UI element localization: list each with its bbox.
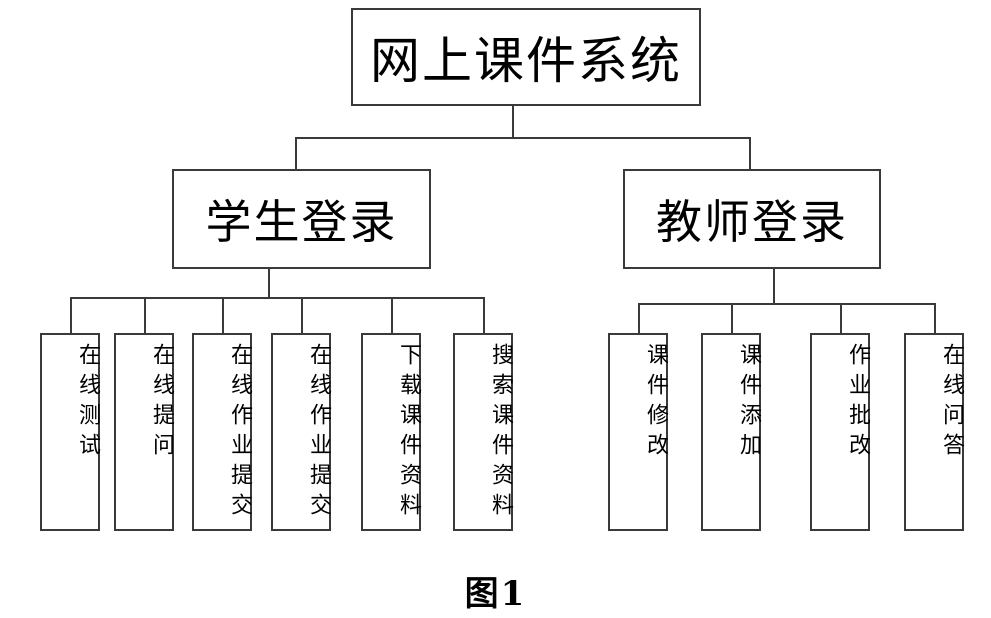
leaf-label: 在线作业提交 xyxy=(227,343,252,523)
teacher-leaf-edit-courseware: 课件修改 xyxy=(608,333,668,531)
student-leaf-online-test: 在线测试 xyxy=(40,333,100,531)
leaf-label: 在线测试 xyxy=(75,343,100,463)
connector-teacher-horizontal xyxy=(638,303,936,305)
student-leaf-homework-submit-2: 在线作业提交 xyxy=(271,333,331,531)
connector-to-student xyxy=(295,137,297,169)
teacher-login-node: 教师登录 xyxy=(623,169,881,269)
student-leaf-online-question: 在线提问 xyxy=(114,333,174,531)
connector-teacher-down xyxy=(773,269,775,305)
connector-teacher-leaf-1 xyxy=(638,303,640,333)
student-leaf-search-materials: 搜索课件资料 xyxy=(453,333,513,531)
student-leaf-homework-submit-1: 在线作业提交 xyxy=(192,333,252,531)
connector-to-teacher xyxy=(749,137,751,169)
connector-root-down xyxy=(512,106,514,139)
connector-student-leaf-5 xyxy=(391,297,393,333)
leaf-label: 课件修改 xyxy=(643,343,668,463)
connector-student-down xyxy=(268,269,270,299)
connector-student-leaf-2 xyxy=(144,297,146,333)
connector-student-leaf-4 xyxy=(301,297,303,333)
connector-teacher-leaf-3 xyxy=(840,303,842,333)
connector-student-leaf-1 xyxy=(70,297,72,333)
figure-caption: 图1 xyxy=(464,574,527,614)
leaf-label: 课件添加 xyxy=(736,343,761,463)
leaf-label: 在线作业提交 xyxy=(306,343,331,523)
leaf-label: 下载课件资料 xyxy=(396,343,421,523)
leaf-label: 搜索课件资料 xyxy=(488,343,513,523)
teacher-leaf-grade-homework: 作业批改 xyxy=(810,333,870,531)
teacher-leaf-add-courseware: 课件添加 xyxy=(701,333,761,531)
connector-teacher-leaf-2 xyxy=(731,303,733,333)
root-label: 网上课件系统 xyxy=(370,32,682,90)
leaf-label: 在线提问 xyxy=(149,343,174,463)
connector-student-horizontal xyxy=(70,297,485,299)
student-login-label: 学生登录 xyxy=(205,195,398,249)
leaf-label: 作业批改 xyxy=(845,343,870,463)
connector-student-leaf-6 xyxy=(483,297,485,333)
student-leaf-download-materials: 下载课件资料 xyxy=(361,333,421,531)
connector-student-leaf-3 xyxy=(222,297,224,333)
teacher-login-label: 教师登录 xyxy=(656,195,848,249)
root-node: 网上课件系统 xyxy=(351,8,701,106)
connector-root-horizontal xyxy=(295,137,751,139)
teacher-leaf-online-qa: 在线问答 xyxy=(904,333,964,531)
connector-teacher-leaf-4 xyxy=(934,303,936,333)
student-login-node: 学生登录 xyxy=(172,169,431,269)
leaf-label: 在线问答 xyxy=(939,343,964,463)
